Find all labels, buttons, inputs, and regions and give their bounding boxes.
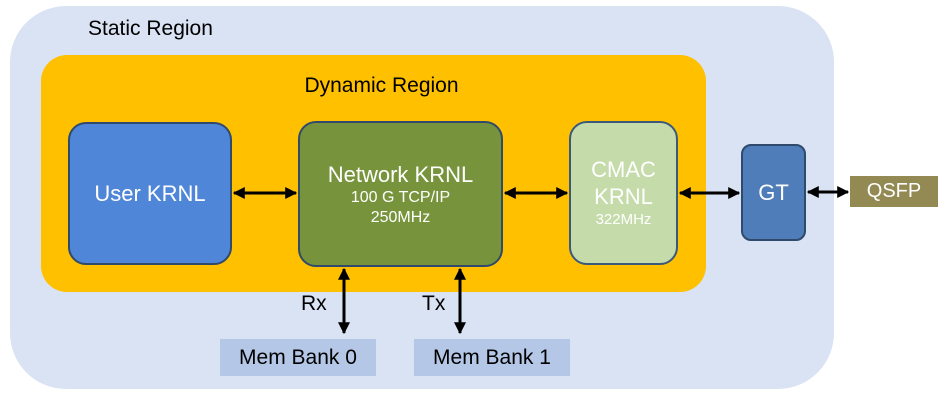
network-krnl-clock: 250MHz <box>370 208 431 226</box>
gt-block: GT <box>741 144 806 241</box>
cmac-krnl-block: CMAC KRNL 322MHz <box>569 121 678 265</box>
network-krnl-title: Network KRNL <box>327 161 474 187</box>
qsfp-label: QSFP <box>866 180 922 202</box>
gt-label: GT <box>758 179 789 205</box>
cmac-krnl-clock: 322MHz <box>595 211 652 228</box>
user-krnl-block: User KRNL <box>68 122 232 265</box>
dynamic-region-label: Dynamic Region <box>304 74 459 97</box>
user-krnl-label: User KRNL <box>94 180 206 206</box>
mem-bank-1-label: Mem Bank 1 <box>433 345 551 369</box>
cmac-krnl-title: CMAC KRNL <box>591 157 656 209</box>
mem-bank-0-label: Mem Bank 0 <box>239 345 357 369</box>
network-krnl-block: Network KRNL 100 G TCP/IP 250MHz <box>298 121 503 267</box>
static-region-label: Static Region <box>88 17 213 40</box>
tx-label: Tx <box>422 292 446 315</box>
network-krnl-protocol: 100 G TCP/IP <box>350 188 451 206</box>
mem-bank-0: Mem Bank 0 <box>220 339 376 376</box>
mem-bank-1: Mem Bank 1 <box>414 339 570 376</box>
rx-label: Rx <box>301 292 327 315</box>
qsfp-block: QSFP <box>850 176 938 207</box>
